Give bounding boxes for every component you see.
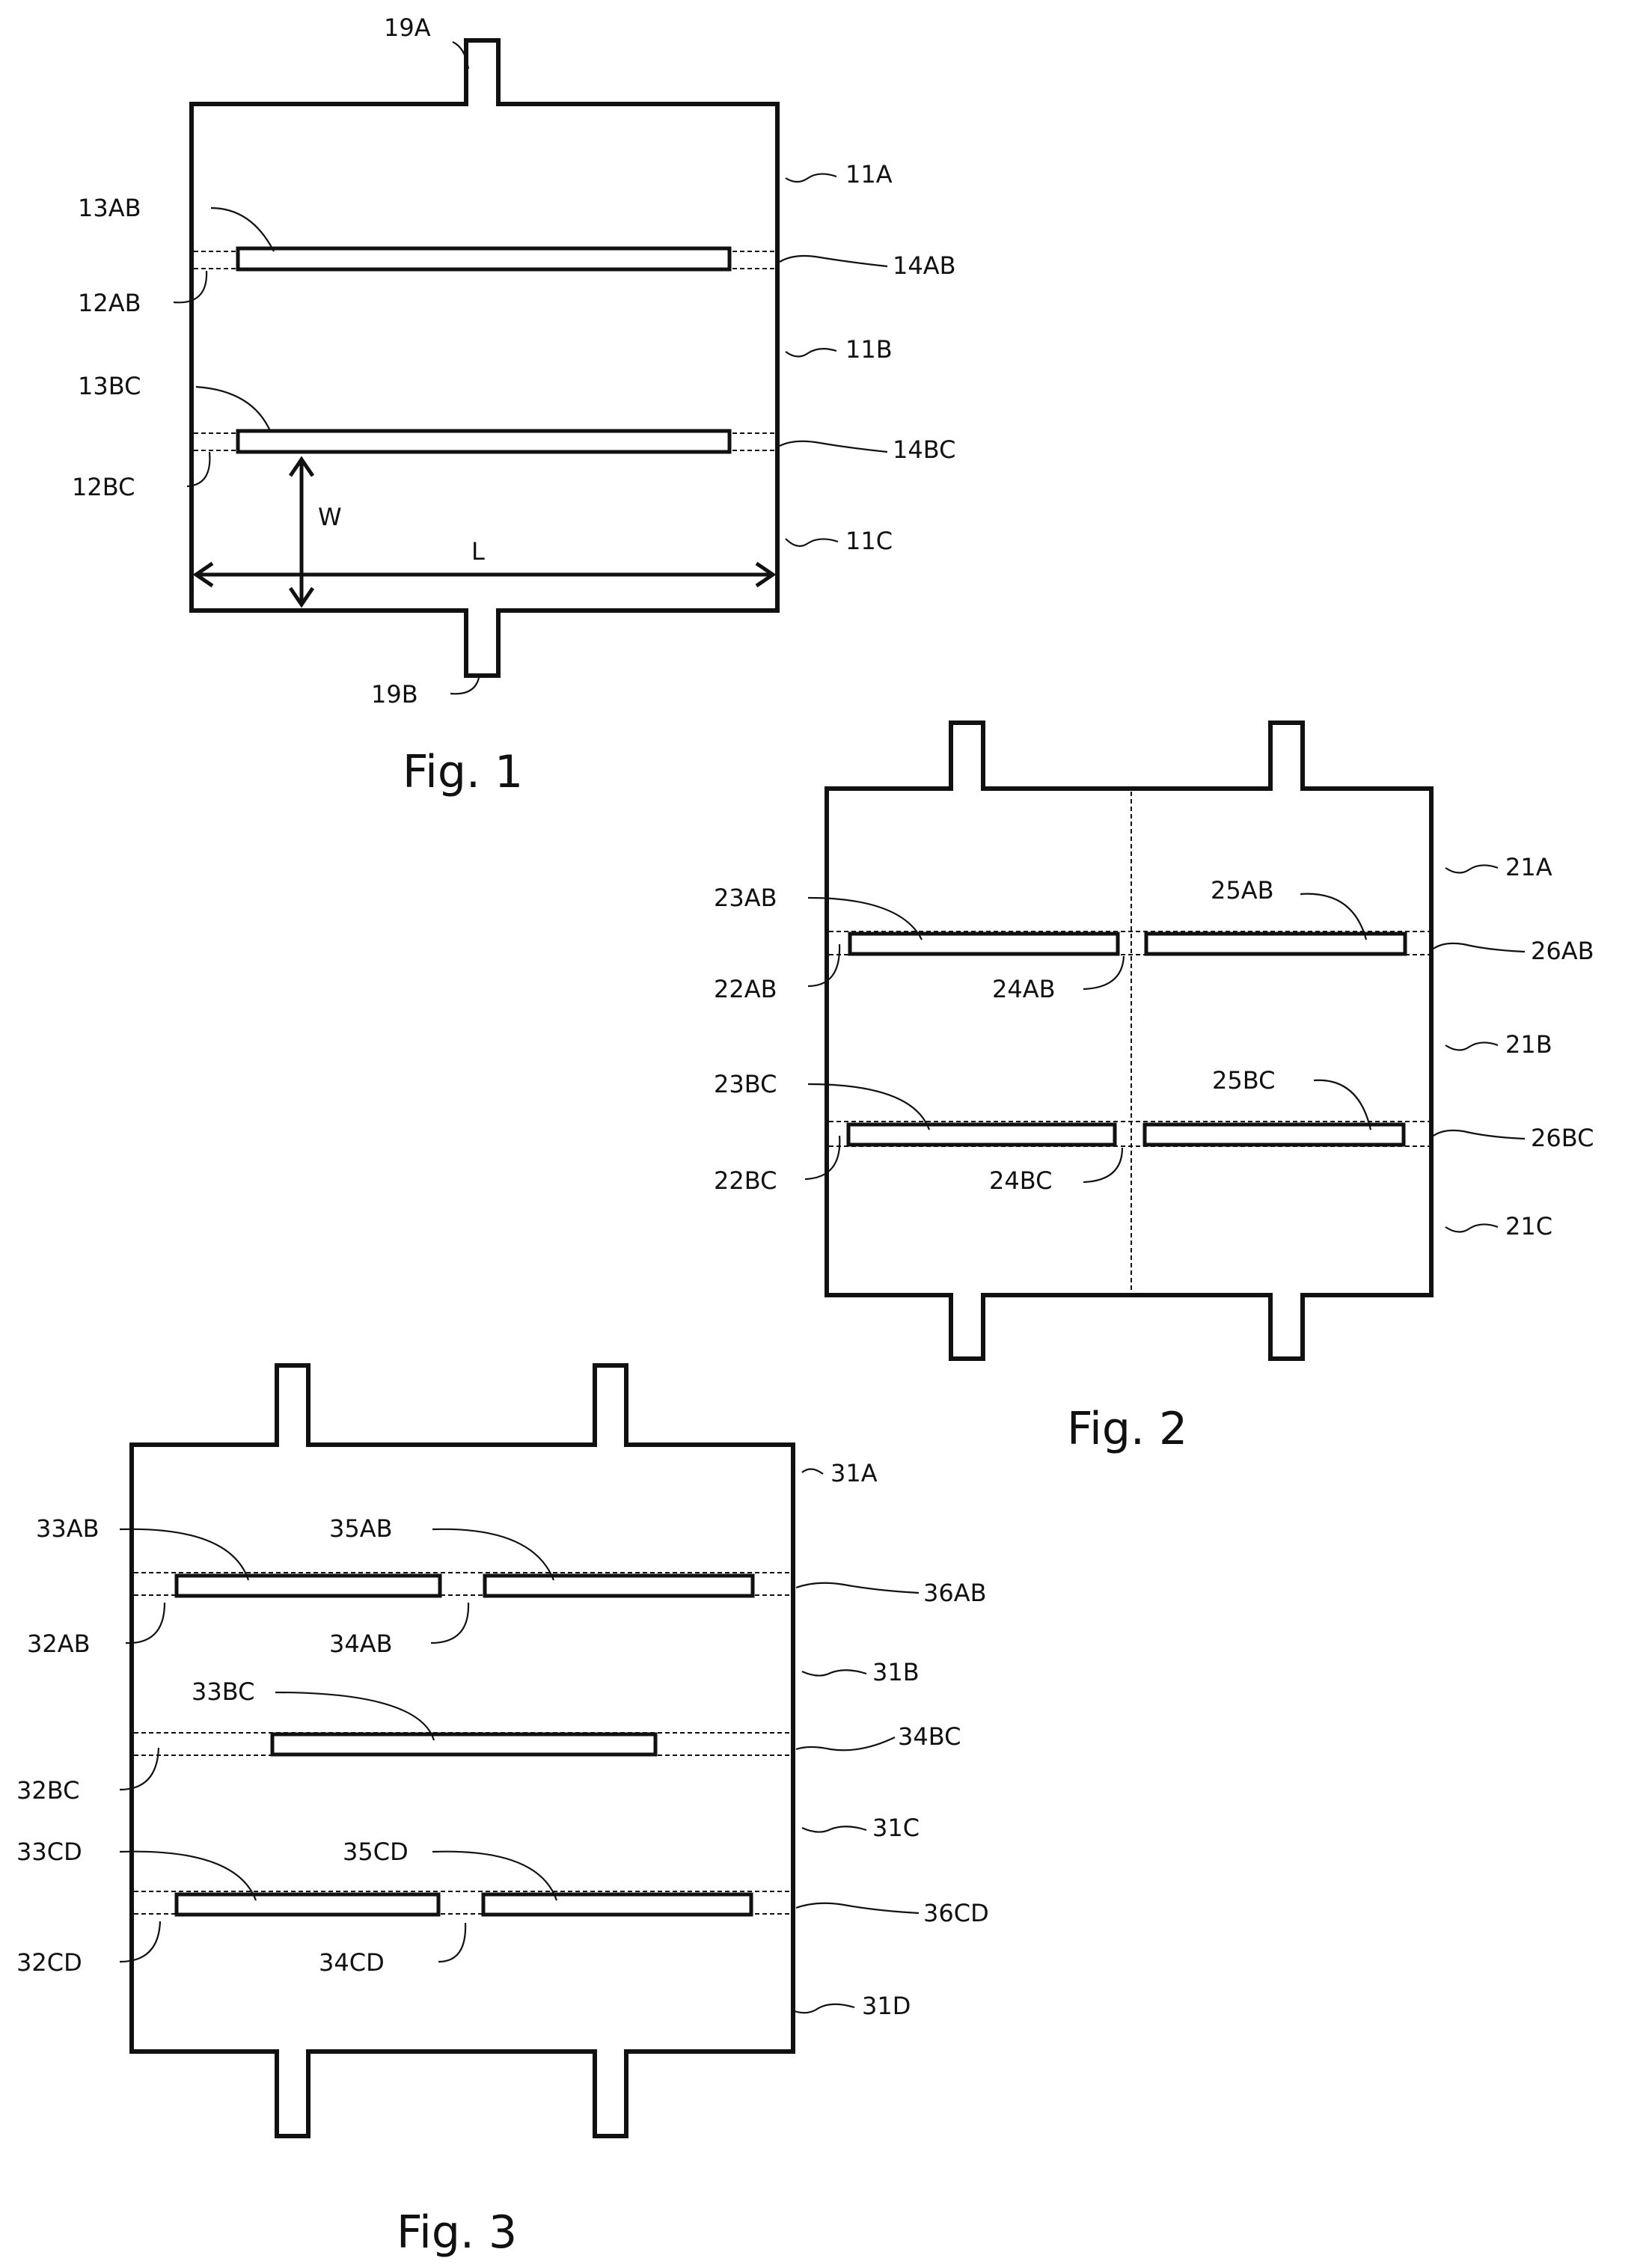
fig1-label-13ab: 13AB — [78, 194, 141, 222]
fig1-label-11c: 11C — [845, 527, 893, 555]
fig3-label-31b: 31B — [872, 1658, 920, 1686]
fig2-leader-26bc — [1434, 1131, 1525, 1139]
fig2-housing-outline — [827, 723, 1431, 1359]
fig3-label-31c: 31C — [872, 1814, 920, 1842]
fig2-label-26ab: 26AB — [1531, 937, 1594, 965]
fig2-label-23bc: 23BC — [714, 1070, 777, 1098]
fig2-leader-21a — [1446, 865, 1498, 872]
fig2-label-25ab: 25AB — [1211, 876, 1274, 905]
fig3-label-31d: 31D — [862, 1992, 911, 2020]
fig3-leader-34bc — [796, 1737, 895, 1750]
fig2-label-24bc: 24BC — [989, 1166, 1052, 1195]
fig2-label-23ab: 23AB — [714, 884, 777, 912]
fig2-leader-21c — [1446, 1224, 1498, 1232]
fig3-membrane-35cd — [483, 1894, 751, 1915]
fig3-label-35cd: 35CD — [343, 1838, 409, 1866]
fig3-label-33ab: 33AB — [36, 1514, 100, 1543]
fig3-leader-36cd — [796, 1903, 919, 1913]
fig1-label-14bc: 14BC — [893, 435, 955, 464]
fig2-leader-22ab — [808, 944, 839, 986]
fig1-label-12bc: 12BC — [72, 473, 135, 501]
fig1-label-l: L — [471, 537, 485, 566]
fig3-membrane-33cd — [177, 1894, 438, 1915]
fig3-leader-33ab — [120, 1529, 248, 1580]
fig3-label-34cd: 34CD — [319, 1948, 385, 1977]
fig3-label-32ab: 32AB — [27, 1630, 91, 1658]
fig2-leader-24ab — [1083, 956, 1124, 989]
figure-1: 19A 11A 13AB 14AB 12AB 11B 13BC 14BC 12B… — [72, 13, 956, 798]
fig3-label-32bc: 32BC — [16, 1776, 79, 1805]
fig2-label-21c: 21C — [1505, 1212, 1552, 1240]
fig1-membrane-13bc — [238, 431, 729, 452]
fig2-label-22bc: 22BC — [714, 1166, 777, 1195]
fig1-label-11b: 11B — [845, 335, 893, 364]
fig2-caption: Fig. 2 — [1067, 1403, 1187, 1455]
fig1-leader-11b — [786, 349, 836, 356]
fig1-label-12ab: 12AB — [78, 289, 141, 317]
fig1-leader-19b — [450, 678, 479, 694]
fig2-leader-25bc — [1314, 1080, 1371, 1130]
fig2-leader-24bc — [1083, 1148, 1122, 1182]
fig3-leader-31b — [802, 1670, 866, 1675]
fig1-caption: Fig. 1 — [403, 746, 523, 798]
fig1-label-19a: 19A — [384, 13, 431, 42]
fig2-membrane-23ab — [850, 934, 1118, 954]
fig3-label-33cd: 33CD — [16, 1838, 82, 1866]
fig1-leader-13ab — [211, 208, 274, 251]
fig2-membrane-25ab — [1146, 934, 1405, 954]
fig3-label-32cd: 32CD — [16, 1948, 82, 1977]
fig2-membrane-25bc — [1145, 1125, 1404, 1145]
fig2-leader-21b — [1446, 1042, 1498, 1050]
fig2-leader-22bc — [805, 1136, 839, 1179]
fig3-label-34ab: 34AB — [329, 1630, 393, 1658]
fig2-label-22ab: 22AB — [714, 975, 777, 1003]
fig2-leader-26ab — [1434, 943, 1525, 952]
fig3-label-36ab: 36AB — [923, 1579, 987, 1607]
fig2-label-21a: 21A — [1505, 853, 1552, 881]
fig3-membrane-33bc — [272, 1734, 655, 1754]
fig1-leader-14ab — [780, 256, 887, 266]
fig3-caption: Fig. 3 — [397, 2206, 517, 2259]
fig1-leader-11c — [786, 539, 838, 546]
fig3-leader-36ab — [796, 1583, 919, 1593]
fig1-label-11a: 11A — [845, 160, 893, 189]
fig1-membrane-13ab — [238, 248, 729, 269]
fig1-label-w: W — [318, 503, 342, 531]
fig3-leader-34cd — [438, 1923, 465, 1962]
figure-2: 21A 23AB 25AB 26AB 22AB 24AB 21B 23BC 25… — [714, 723, 1594, 1455]
fig3-label-31a: 31A — [830, 1459, 878, 1487]
fig2-label-21b: 21B — [1505, 1030, 1552, 1059]
fig3-leader-34ab — [431, 1603, 468, 1643]
fig2-label-25bc: 25BC — [1212, 1066, 1275, 1095]
fig1-housing-outline — [192, 40, 777, 676]
fig3-label-34bc: 34BC — [898, 1722, 961, 1751]
fig2-label-24ab: 24AB — [992, 975, 1056, 1003]
fig1-leader-14bc — [780, 441, 887, 452]
fig1-label-13bc: 13BC — [78, 372, 141, 400]
fig3-membrane-35ab — [485, 1576, 753, 1596]
fig1-label-19b: 19B — [371, 680, 418, 709]
fig3-leader-31d — [795, 2004, 854, 2013]
fig2-label-26bc: 26BC — [1531, 1124, 1594, 1152]
figure-3: 31A 33AB 35AB 36AB 32AB 34AB 31B 33BC 34… — [16, 1365, 989, 2259]
fig1-label-14ab: 14AB — [893, 251, 956, 280]
fig3-leader-31c — [802, 1826, 866, 1832]
fig3-membrane-33ab — [177, 1576, 440, 1596]
fig3-leader-32cd — [120, 1921, 160, 1962]
fig3-label-33bc: 33BC — [192, 1677, 254, 1706]
fig2-membrane-23bc — [848, 1125, 1115, 1145]
fig3-leader-31a — [802, 1469, 823, 1474]
fig1-leader-11a — [786, 174, 836, 182]
fig3-label-36cd: 36CD — [923, 1899, 989, 1927]
fig3-label-35ab: 35AB — [329, 1514, 393, 1543]
fig1-leader-13bc — [196, 387, 271, 432]
fig3-leader-32bc — [120, 1748, 159, 1790]
